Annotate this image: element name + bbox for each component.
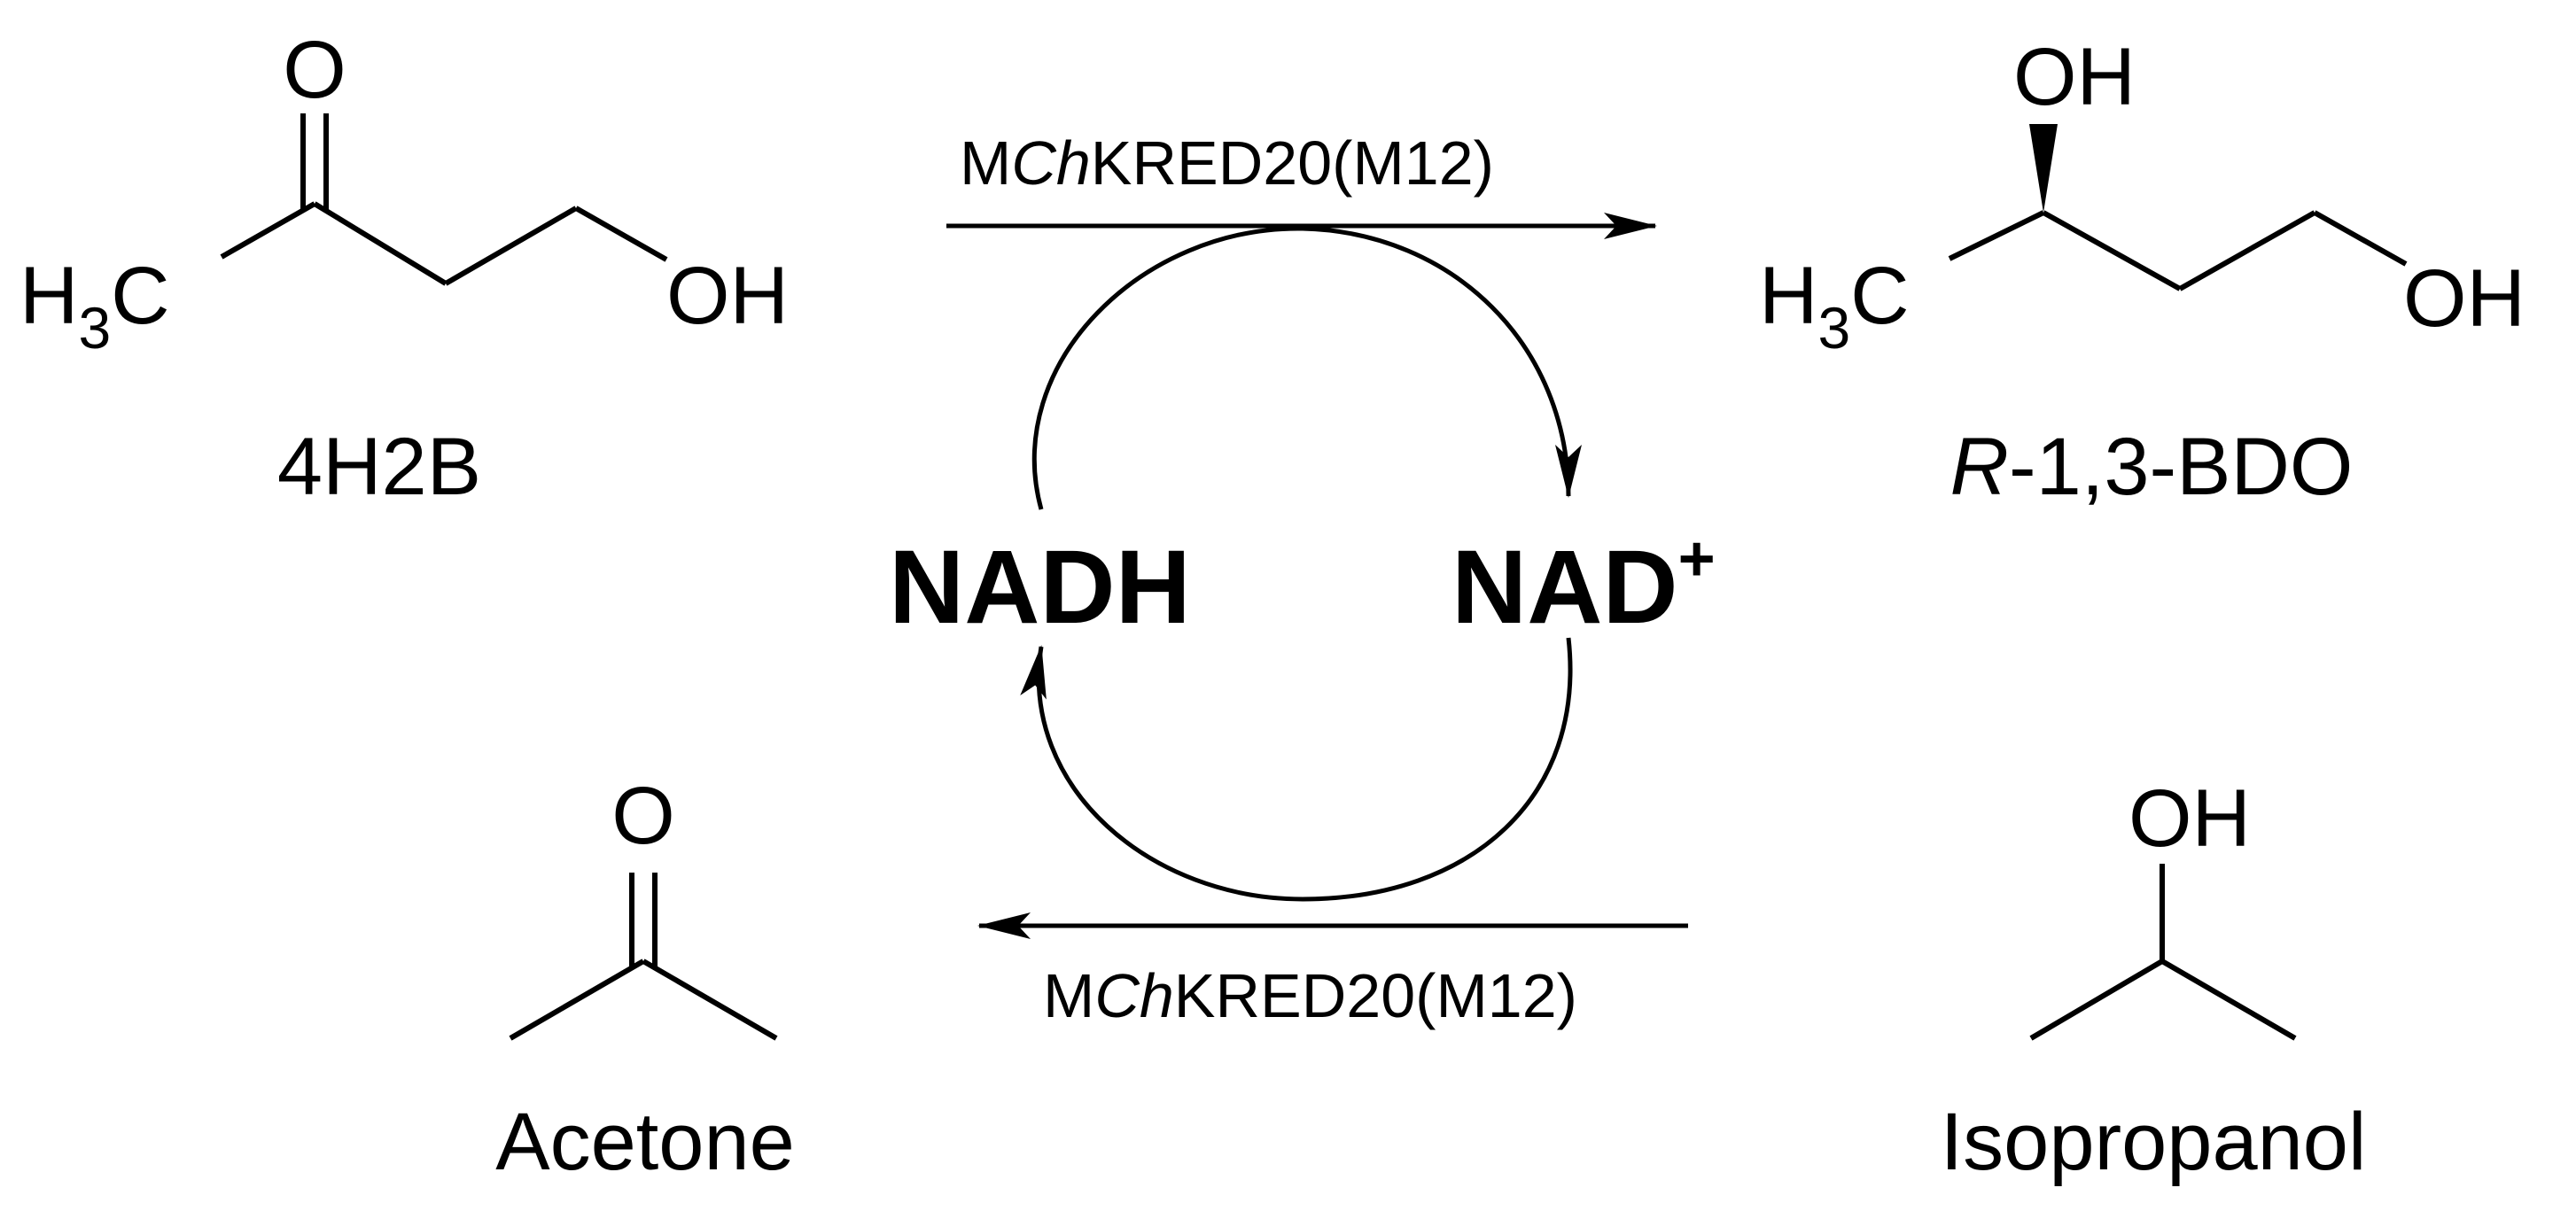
- molecule-4h2b: O H3C OH 4H2B: [19, 25, 789, 512]
- acetone-methyl-bond-left: [509, 959, 645, 1041]
- r13bdo-wedge-bond: [2029, 124, 2058, 213]
- reverse-reaction: MChKRED20(M12): [977, 912, 1688, 1030]
- 4h2b-methyl-c: C: [111, 251, 169, 341]
- 4h2b-hydroxyl-label: OH: [666, 251, 789, 341]
- 4h2b-methyl-h: H: [19, 251, 78, 341]
- cycle-arc-top: [1031, 226, 1582, 510]
- enzyme-label-top: MChKRED20(M12): [960, 128, 1494, 198]
- 4h2b-chain-bond-2: [444, 206, 578, 286]
- acetone-oxygen-label: O: [611, 771, 675, 861]
- enzyme-top-prefix: M: [960, 128, 1011, 198]
- r13bdo-hydroxyl-top-label: OH: [2013, 32, 2136, 122]
- cycle-arc-bottom: [1020, 637, 1573, 902]
- molecule-isopropanol: OH Isopropanol: [1941, 773, 2367, 1187]
- r13bdo-bonds: [1948, 210, 2408, 291]
- enzyme-bottom-suffix: KRED20(M12): [1174, 961, 1577, 1030]
- cofactor-cycle: NADH NAD+: [889, 226, 1716, 902]
- r13bdo-methyl-c: C: [1850, 251, 1909, 341]
- isopropanol-methyl-bond-right: [2160, 959, 2297, 1041]
- r13bdo-name: R-1,3-BDO: [1950, 422, 2354, 512]
- 4h2b-methyl-label: H3C: [19, 251, 170, 361]
- 4h2b-methyl-subscript: 3: [78, 295, 111, 361]
- r13bdo-chain-bond-3: [2313, 210, 2408, 267]
- acetone-methyl-bond-right: [642, 959, 778, 1041]
- acetone-name: Acetone: [495, 1097, 795, 1187]
- r13bdo-name-stereo: R: [1950, 422, 2009, 512]
- 4h2b-chain-bond-3: [574, 206, 668, 262]
- r13bdo-methyl-h: H: [1759, 251, 1817, 341]
- acetone-bonds: [509, 873, 778, 1041]
- 4h2b-chain-bond-1: [313, 201, 447, 286]
- nadh-label: NADH: [889, 529, 1191, 646]
- enzyme-label-bottom: MChKRED20(M12): [1043, 961, 1577, 1030]
- enzyme-top-suffix: KRED20(M12): [1091, 128, 1494, 198]
- r13bdo-name-rest: -1,3-BDO: [2009, 422, 2354, 512]
- forward-reaction: MChKRED20(M12): [946, 128, 1657, 239]
- isopropanol-name: Isopropanol: [1941, 1097, 2367, 1187]
- 4h2b-oxygen-label: O: [283, 25, 346, 115]
- molecule-acetone: O Acetone: [495, 771, 795, 1187]
- r13bdo-chain-bond-2: [2178, 210, 2316, 291]
- enzyme-top-italic: Ch: [1011, 128, 1090, 198]
- 4h2b-methyl-bond: [220, 201, 316, 260]
- isopropanol-hydroxyl-label: OH: [2129, 773, 2251, 864]
- molecule-r13bdo: OH H3C OH R-1,3-BDO: [1759, 32, 2525, 512]
- enzyme-bottom-italic: Ch: [1094, 961, 1173, 1030]
- enzyme-bottom-prefix: M: [1043, 961, 1094, 1030]
- 4h2b-bonds: [220, 113, 668, 286]
- r13bdo-hydroxyl-end-label: OH: [2403, 253, 2525, 344]
- isopropanol-bonds: [2029, 864, 2297, 1041]
- r13bdo-methyl-bond: [1948, 210, 2045, 261]
- nad-label: NAD+: [1451, 524, 1716, 646]
- isopropanol-methyl-bond-left: [2029, 959, 2164, 1041]
- r13bdo-chain-bond-1: [2042, 210, 2182, 291]
- 4h2b-name: 4H2B: [277, 422, 481, 512]
- r13bdo-methyl-subscript: 3: [1817, 295, 1850, 361]
- nad-text: NAD: [1451, 529, 1678, 646]
- r13bdo-methyl-label: H3C: [1759, 251, 1910, 361]
- nad-charge: +: [1678, 524, 1716, 594]
